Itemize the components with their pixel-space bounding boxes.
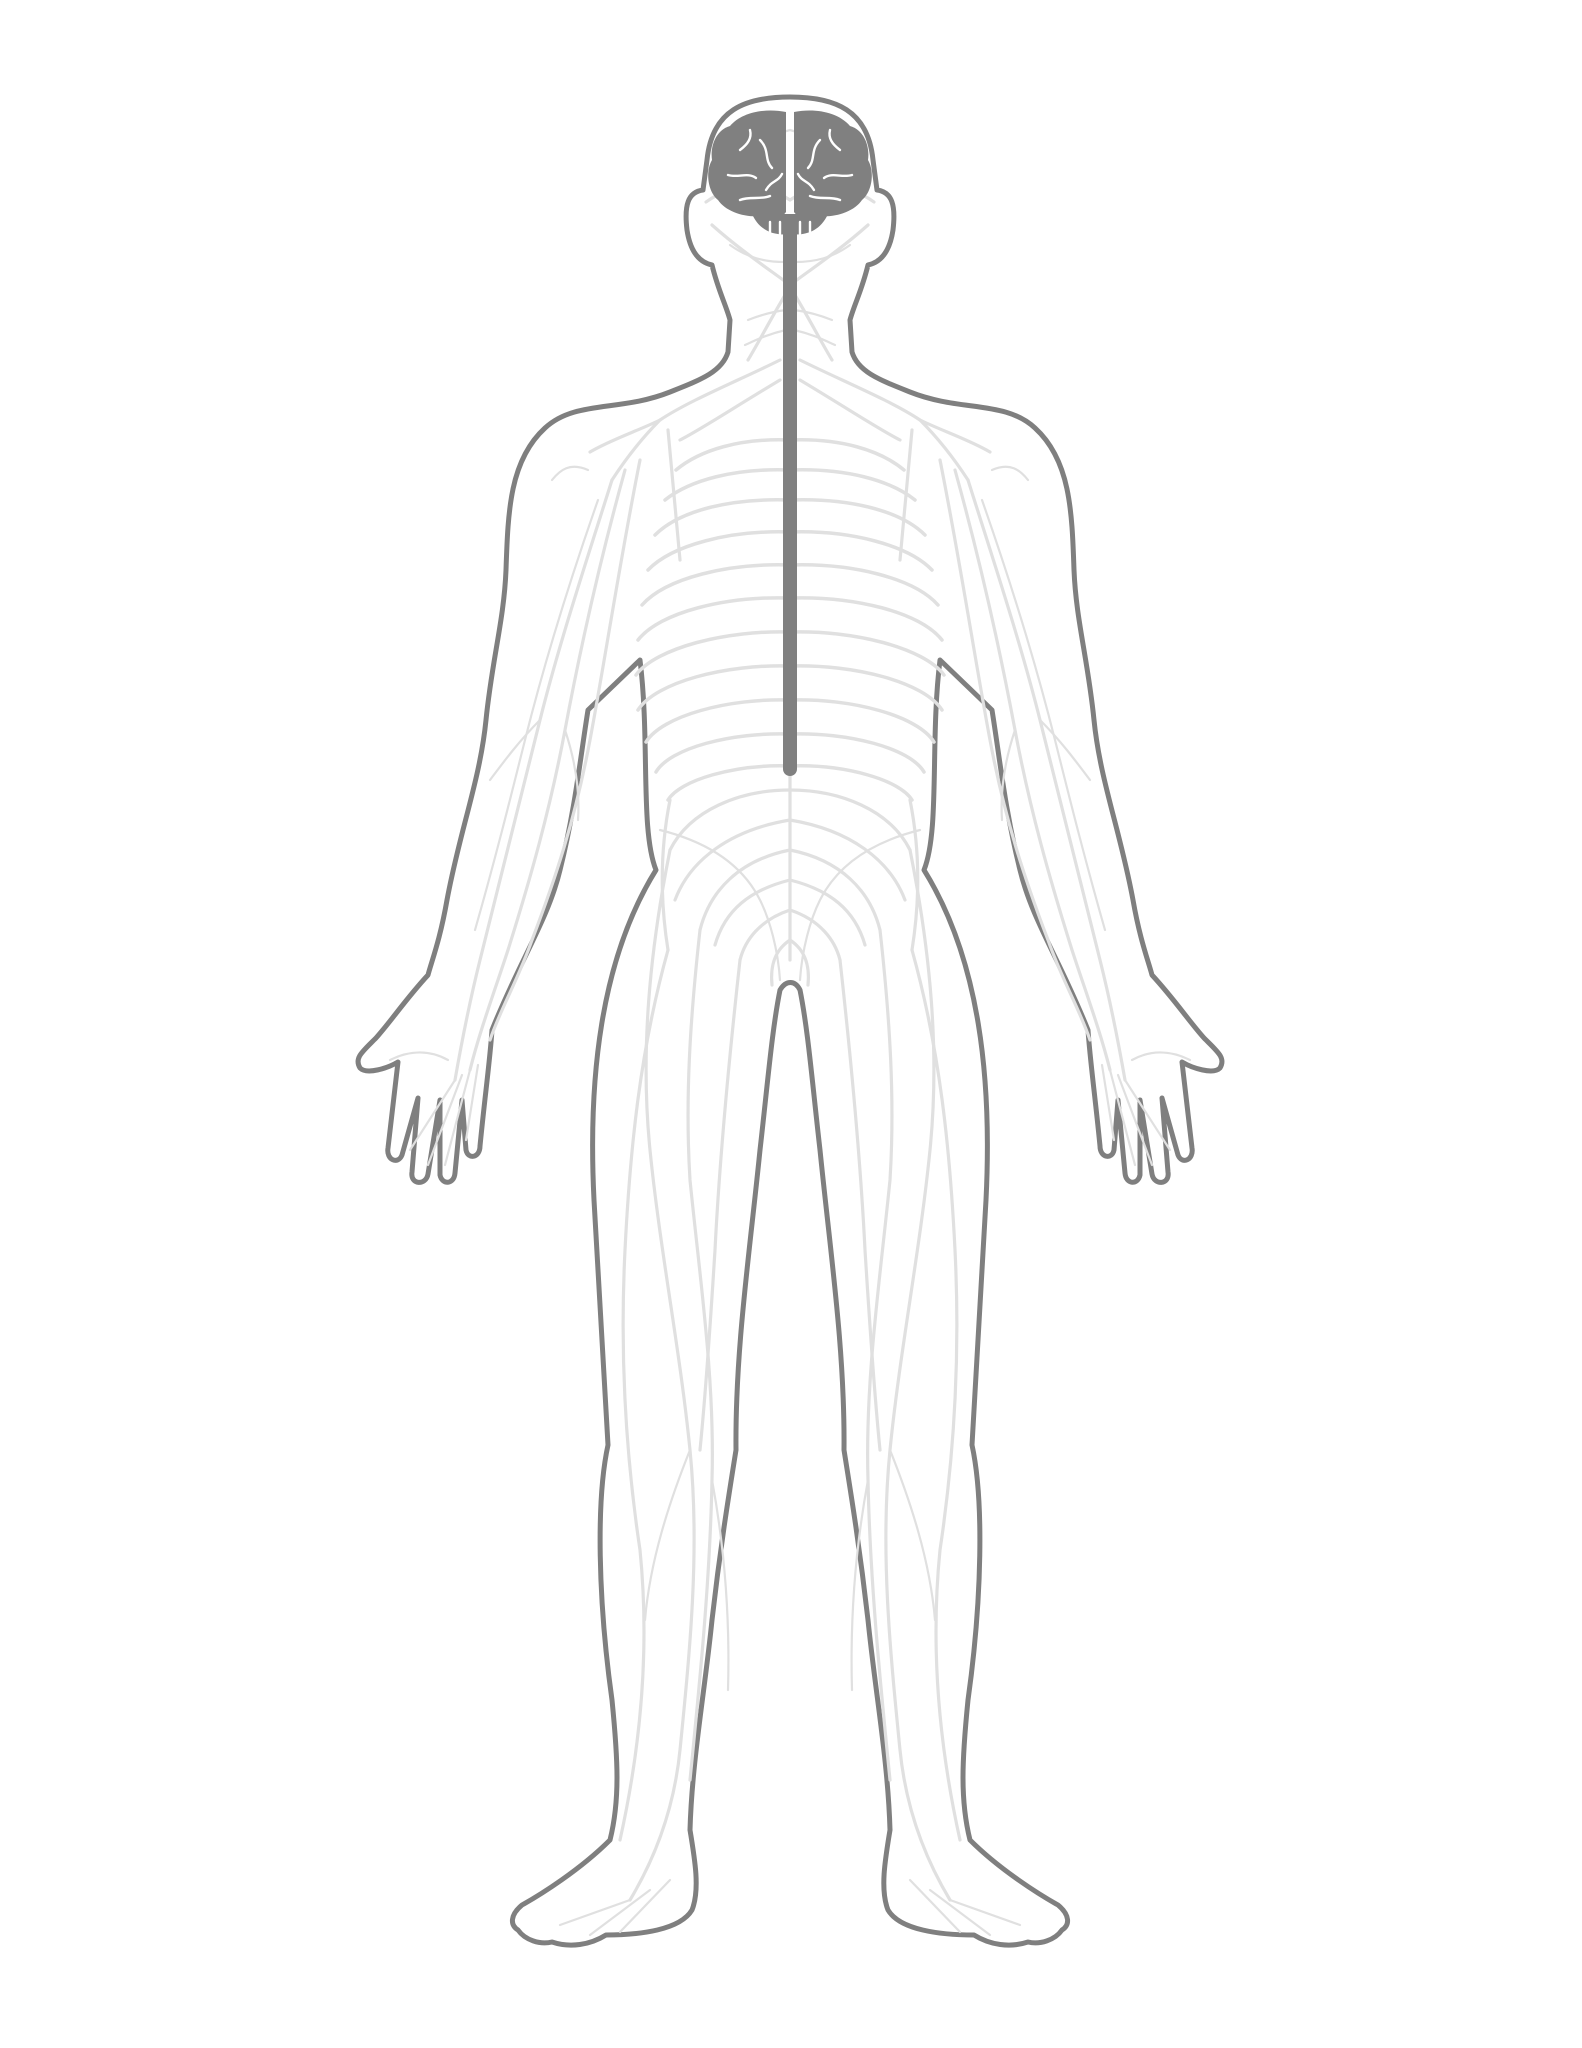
lumbosacral-plexus xyxy=(658,768,922,987)
spinal-cord xyxy=(783,216,797,776)
right-leg-nerves xyxy=(838,848,1022,1937)
left-arm-nerves xyxy=(388,458,642,1167)
left-hemisphere xyxy=(708,110,786,219)
intercostal-nerves xyxy=(634,438,946,802)
right-arm-nerves xyxy=(938,458,1192,1167)
right-hemisphere xyxy=(794,110,872,219)
brain xyxy=(708,110,872,236)
central-nervous-system xyxy=(708,110,872,776)
body-silhouette xyxy=(355,94,1225,1948)
body-outline xyxy=(355,94,1225,1948)
brachial-plexus xyxy=(550,358,1030,562)
left-leg-nerves xyxy=(558,848,742,1937)
peripheral-nerves xyxy=(388,128,1192,1937)
